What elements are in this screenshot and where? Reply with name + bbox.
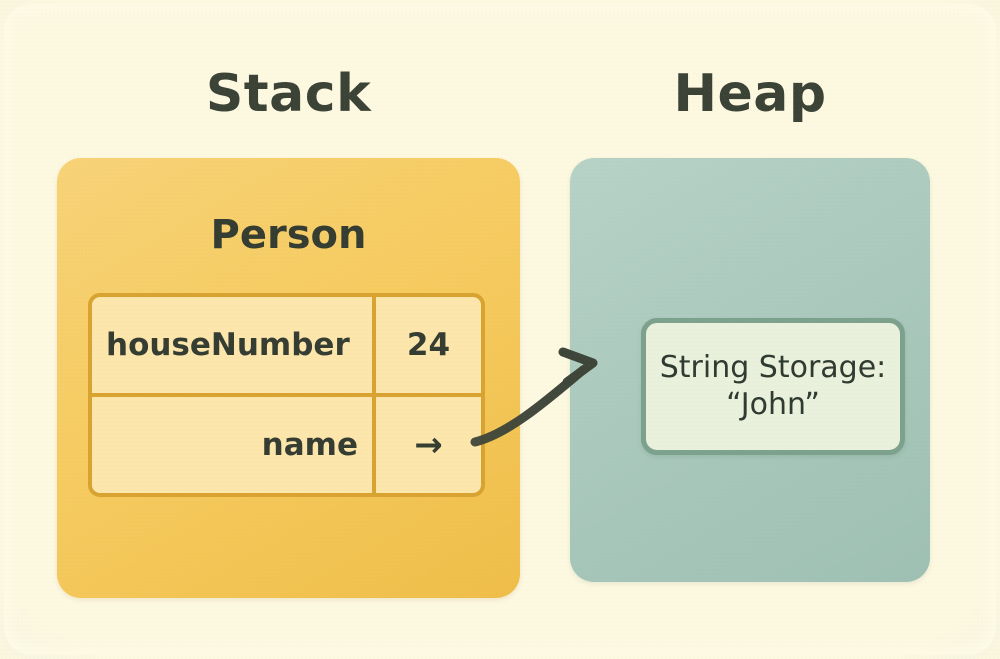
string-storage-title: String Storage:	[659, 349, 887, 385]
field-name-cell-housenumber: houseNumber	[106, 327, 350, 363]
string-storage-box: String Storage: “John”	[641, 318, 905, 455]
stack-title: Stack	[205, 64, 372, 124]
heap-title: Heap	[673, 64, 827, 124]
field-name-cell-name: name	[261, 427, 358, 463]
person-object-label: Person	[210, 212, 367, 258]
field-value-cell-name-pointer-arrow-icon: →	[372, 397, 481, 493]
string-storage-value: “John”	[726, 386, 820, 422]
table-row: houseNumber 24	[92, 297, 481, 393]
curved-arrow-icon	[470, 347, 598, 447]
field-value-cell-housenumber: 24	[372, 297, 481, 393]
person-fields-table: houseNumber 24 name →	[88, 293, 485, 497]
table-row: name →	[92, 393, 481, 493]
